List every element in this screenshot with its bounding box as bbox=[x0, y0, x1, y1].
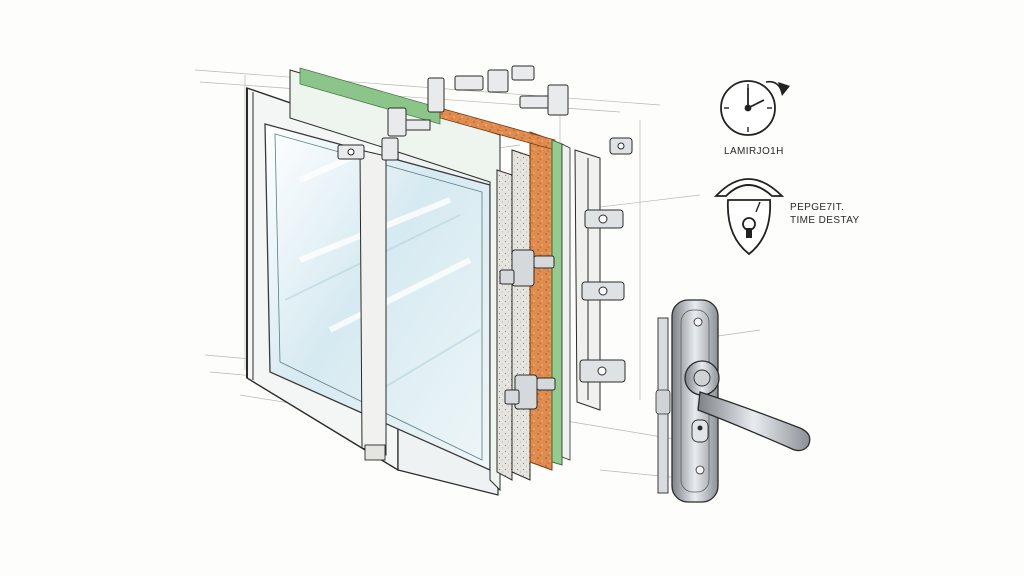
lock-caption-line2: TIME DESTAY bbox=[790, 215, 860, 226]
top-hinges bbox=[337, 65, 569, 161]
clock-icon bbox=[720, 80, 790, 136]
vertical-mullion bbox=[359, 149, 387, 456]
clock-caption: LAMIRJO1H bbox=[724, 146, 784, 157]
lever-handle bbox=[697, 391, 811, 452]
keyhole bbox=[691, 419, 709, 443]
door-handle bbox=[655, 299, 811, 503]
window-frame bbox=[246, 87, 499, 496]
layer-latches bbox=[499, 249, 556, 410]
green-seal-side bbox=[551, 139, 563, 466]
bracket bbox=[579, 137, 633, 383]
orange-core bbox=[529, 131, 553, 471]
insulation-board bbox=[511, 149, 531, 481]
lock-caption-line1: PEPGE7IT. bbox=[790, 202, 845, 213]
lock-shield-icon bbox=[713, 178, 785, 256]
hardware-track bbox=[574, 137, 633, 411]
